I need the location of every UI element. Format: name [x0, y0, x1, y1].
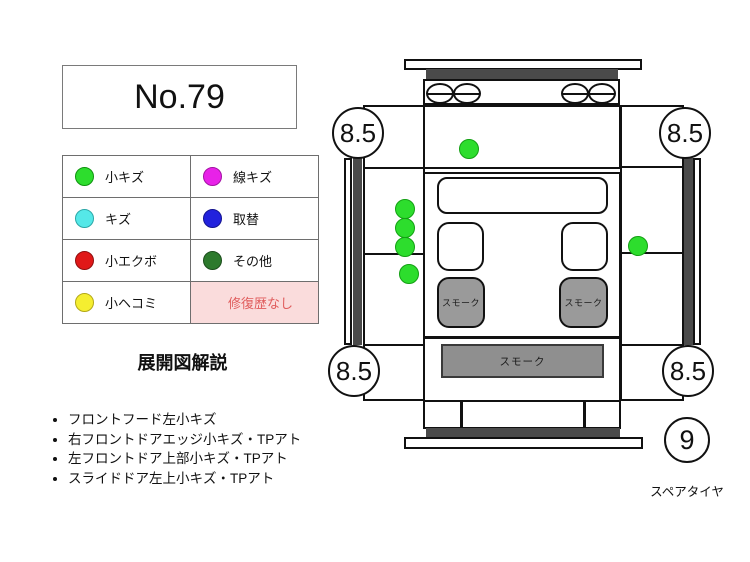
headlight-icon	[453, 83, 481, 104]
front-right-tire-depth: 8.5	[659, 107, 711, 159]
legend-label: 線キズ	[233, 170, 273, 185]
tire-depth-value: 8.5	[335, 355, 373, 386]
tire-depth-value: 9	[679, 424, 695, 455]
lot-number: No.79	[134, 77, 225, 116]
yellow-dot-icon	[75, 293, 94, 312]
tailgate-divider	[583, 402, 586, 427]
red-dot-icon	[75, 251, 94, 270]
headlight-icon	[588, 83, 616, 104]
tailgate-divider	[460, 402, 463, 427]
front-left-tire-depth: 8.5	[332, 107, 384, 159]
legend-label: 小ヘコミ	[105, 296, 158, 311]
left-smoke-window: スモーク	[437, 277, 485, 328]
legend-row: 小キズ 線キズ	[62, 155, 319, 198]
headlight-icon	[561, 83, 589, 104]
legend-item: 小エクボ	[75, 251, 190, 270]
diagram-explanation-title: 展開図解説	[137, 353, 228, 373]
smoke-label: スモーク	[564, 298, 603, 308]
darkgreen-dot-icon	[203, 251, 222, 270]
rear-trim-strip	[426, 428, 620, 438]
legend-item: 小キズ	[75, 167, 190, 186]
legend-row: 小ヘコミ 修復歴なし	[62, 281, 319, 324]
left-sill-strip	[344, 158, 352, 345]
rear-left-tire-depth: 8.5	[328, 345, 380, 397]
tire-depth-value: 8.5	[669, 355, 707, 386]
right-smoke-window: スモーク	[559, 277, 608, 328]
right-door-window	[561, 222, 608, 271]
spare-tire-depth: 9	[664, 417, 710, 463]
rear-right-tire-depth: 8.5	[662, 345, 714, 397]
lot-number-box: No.79	[62, 65, 297, 129]
left-door-window	[437, 222, 484, 271]
damage-mark	[395, 237, 415, 257]
front-grille-strip	[426, 69, 618, 80]
note-item: スライドドア左上小キズ・TPアト	[68, 469, 346, 489]
legend-row: 小エクボ その他	[62, 239, 319, 282]
right-sill-strip	[693, 158, 701, 345]
legend-item: その他	[203, 251, 318, 270]
left-front-door-panel	[363, 167, 425, 255]
legend-item: 小ヘコミ	[75, 293, 190, 312]
damage-mark	[395, 199, 415, 219]
no-repair-history-cell: 修復歴なし	[190, 281, 319, 324]
legend-label: その他	[233, 254, 273, 269]
right-slide-door-panel	[620, 252, 684, 346]
front-hood-panel	[423, 105, 621, 169]
headlight-icon	[426, 83, 454, 104]
tire-depth-value: 8.5	[666, 117, 704, 148]
note-item: 右フロントドアエッジ小キズ・TPアト	[68, 430, 346, 450]
note-item: 左フロントドア上部小キズ・TPアト	[68, 449, 346, 469]
rear-smoke-window: スモーク	[441, 344, 604, 378]
tire-depth-value: 8.5	[339, 117, 377, 148]
legend-item: 取替	[203, 209, 318, 228]
damage-mark	[399, 264, 419, 284]
tailgate-lower-panel	[423, 400, 621, 429]
damage-mark	[628, 236, 648, 256]
cyan-dot-icon	[75, 209, 94, 228]
smoke-label: スモーク	[441, 298, 480, 308]
smoke-label: スモーク	[499, 355, 546, 368]
note-item: フロントフード左小キズ	[68, 410, 346, 430]
legend-label: 小エクボ	[105, 254, 158, 269]
damage-notes-list: フロントフード左小キズ 右フロントドアエッジ小キズ・TPアト 左フロントドア上部…	[46, 410, 346, 488]
legend-label: キズ	[105, 212, 132, 227]
legend-row: キズ 取替	[62, 197, 319, 240]
rear-bumper	[404, 437, 643, 449]
green-dot-icon	[75, 167, 94, 186]
windshield	[437, 177, 608, 214]
right-sill-dark-strip	[684, 158, 693, 345]
magenta-dot-icon	[203, 167, 222, 186]
spare-tire-label: スペアタイヤ	[650, 485, 724, 499]
damage-legend-table: 小キズ 線キズ キズ 取替 小エクボ その他 小ヘコ	[62, 155, 319, 324]
legend-item: キズ	[75, 209, 190, 228]
legend-item: 線キズ	[203, 167, 318, 186]
damage-mark	[459, 139, 479, 159]
damage-mark	[395, 218, 415, 238]
blue-dot-icon	[203, 209, 222, 228]
left-sill-dark-strip	[353, 158, 362, 345]
legend-label: 取替	[233, 212, 260, 227]
legend-label: 小キズ	[105, 170, 145, 185]
